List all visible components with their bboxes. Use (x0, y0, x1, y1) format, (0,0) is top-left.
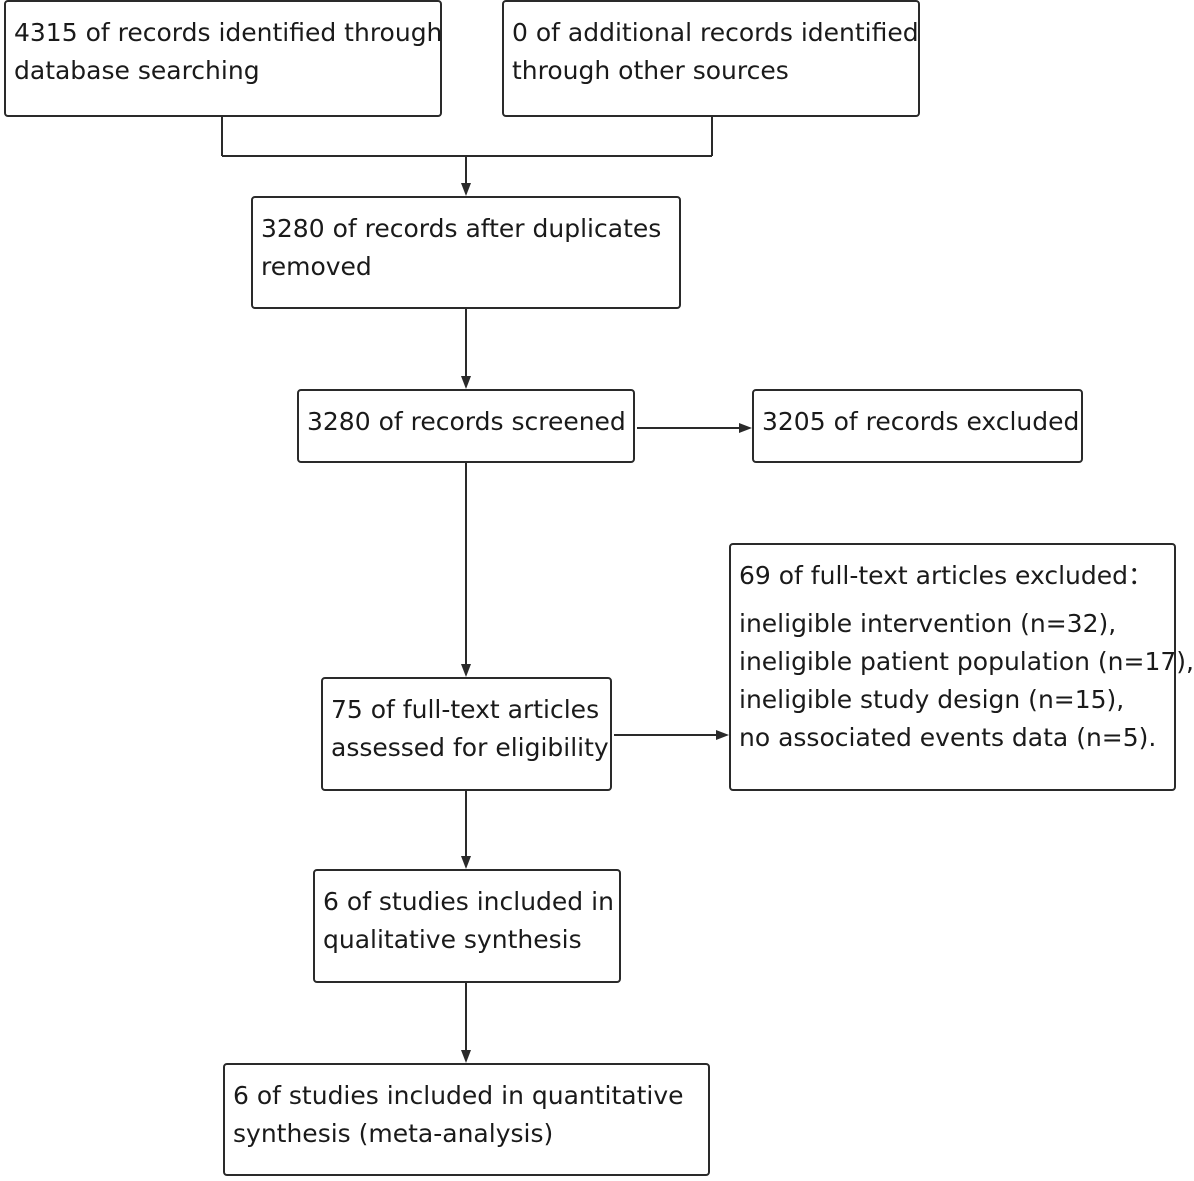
exclusion-reason: ineligible study design (n=15), (739, 685, 1125, 714)
box-text-line: database searching (14, 56, 260, 85)
exclusion-reason: no associated events data (n=5). (739, 723, 1157, 752)
box-text-line: 6 of studies included in quantitative (233, 1081, 684, 1110)
exclusion-heading: 69 of full-text articles excluded： (739, 561, 1153, 590)
arrow-head (461, 376, 471, 389)
full-text-excluded-box: 69 of full-text articles excluded： ineli… (729, 543, 1194, 791)
box-text-line: through other sources (512, 56, 789, 85)
box-text-line: assessed for eligibility (331, 733, 609, 762)
screened-box: 3280 of records screened (297, 389, 635, 463)
box-text-line: removed (261, 252, 372, 281)
box-text-line: 4315 of records identified through (14, 18, 443, 47)
full-text-assessed-box: 75 of full-text articles assessed for el… (321, 677, 612, 791)
excluded-box: 3205 of records excluded (752, 389, 1083, 463)
exclusion-reason: ineligible intervention (n=32), (739, 609, 1117, 638)
qualitative-synthesis-box: 6 of studies included in qualitative syn… (313, 869, 621, 983)
box-text-line: 75 of full-text articles (331, 695, 600, 724)
arrow-head (739, 423, 752, 433)
arrow-head (716, 730, 729, 740)
box-text-line: 3280 of records after duplicates (261, 214, 662, 243)
box-text-line: 3280 of records screened (307, 407, 626, 436)
box-text-line: 6 of studies included in (323, 887, 614, 916)
arrow-head (461, 664, 471, 677)
arrow-head (461, 1050, 471, 1063)
arrow-head (461, 183, 471, 196)
box-text-line: qualitative synthesis (323, 925, 582, 954)
box-text-line: 3205 of records excluded (762, 407, 1080, 436)
box-text-line: synthesis (meta-analysis) (233, 1119, 554, 1148)
database-search-box: 4315 of records identified through datab… (4, 0, 442, 117)
after-duplicates-box: 3280 of records after duplicates removed (251, 196, 681, 309)
other-sources-box: 0 of additional records identified throu… (502, 0, 920, 117)
exclusion-reason: ineligible patient population (n=17), (739, 647, 1194, 676)
box-text-line: 0 of additional records identified (512, 18, 919, 47)
arrow-head (461, 856, 471, 869)
quantitative-synthesis-box: 6 of studies included in quantitative sy… (223, 1063, 710, 1176)
